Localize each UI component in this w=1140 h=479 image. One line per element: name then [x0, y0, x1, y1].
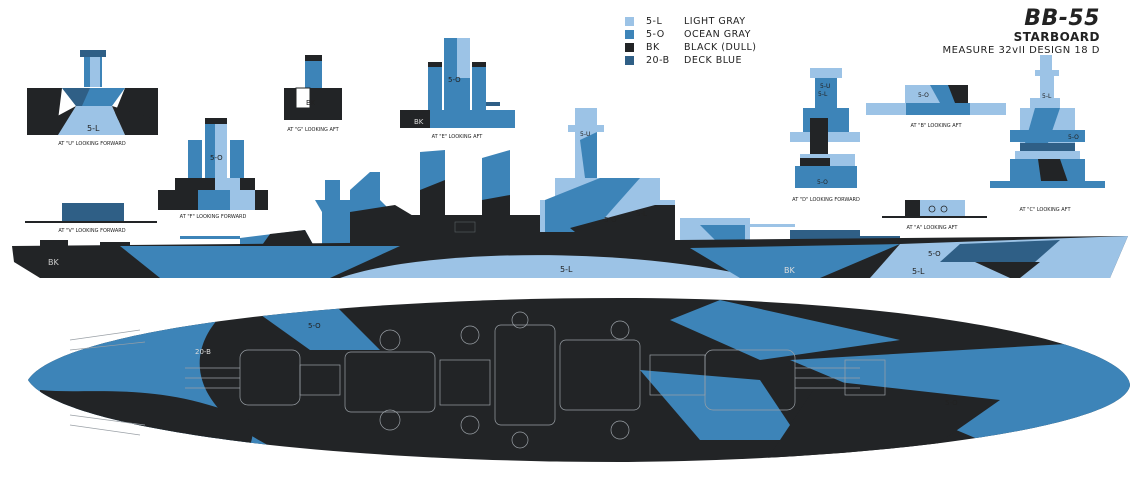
legend-code: 5-O: [646, 29, 665, 40]
legend-item-black: BK BLACK (DULL): [625, 41, 757, 54]
legend-item-light-gray: 5-L LIGHT GRAY: [625, 15, 757, 28]
section-view-b: 5-O AT "B" LOOKING AFT: [866, 85, 1006, 129]
section-view-u: 5-L AT "U" LOOKING FORWARD: [27, 50, 158, 147]
legend-item-ocean-gray: 5-O OCEAN GRAY: [625, 28, 757, 41]
label-5o-b: 5-O: [918, 92, 929, 99]
section-view-e: 5-O BK AT "E" LOOKING AFT: [400, 38, 515, 140]
label-5l: 5-L: [87, 124, 100, 133]
section-view-c: 5-L 5-O AT "C" LOOKING AFT: [990, 55, 1105, 213]
label-bk-e: BK: [414, 118, 424, 126]
swatch-icon: [625, 43, 634, 52]
section-caption-d: AT "D" LOOKING FORWARD: [792, 197, 860, 203]
section-view-d: 5-U 5-L 5-O AT "D" LOOKING FORWARD: [790, 68, 860, 203]
label-5o-c: 5-O: [1068, 134, 1079, 141]
label-bk-hull-aft: BK: [48, 258, 59, 267]
legend-code: 20-B: [646, 55, 670, 66]
label-5u-d: 5-U: [820, 83, 830, 90]
legend-name: OCEAN GRAY: [684, 29, 751, 40]
label-bk: BK: [306, 99, 316, 107]
section-caption-a: AT "A" LOOKING AFT: [907, 225, 959, 231]
label-5l-hull: 5-L: [560, 265, 573, 274]
section-view-v: AT "V" LOOKING FORWARD: [25, 203, 157, 234]
measure-design: MEASURE 32vII DESIGN 18 D: [942, 45, 1100, 56]
section-caption-u: AT "U" LOOKING FORWARD: [58, 141, 126, 147]
legend-name: DECK BLUE: [684, 55, 742, 66]
label-5o-d: 5-O: [817, 179, 828, 186]
section-caption-e: AT "E" LOOKING AFT: [432, 134, 484, 140]
legend-code: 5-L: [646, 16, 663, 27]
view-side: STARBOARD: [1013, 30, 1100, 44]
section-view-f: 5-O AT "F" LOOKING FORWARD: [158, 118, 268, 220]
section-view-a: AT "A" LOOKING AFT: [882, 200, 987, 231]
label-bk-hull-fwd: BK: [784, 266, 795, 275]
hull-number: BB-55: [1024, 6, 1100, 31]
label-5l-d: 5-L: [818, 91, 828, 98]
legend-code: BK: [646, 42, 660, 53]
side-profile: 5-U 5-L 5-O BK BK 5-L BK 5-L 5-O: [12, 108, 1128, 278]
legend-name: BLACK (DULL): [684, 42, 757, 53]
section-caption-b: AT "B" LOOKING AFT: [911, 123, 963, 129]
section-caption-v: AT "V" LOOKING FORWARD: [58, 228, 125, 234]
label-5o: 5-O: [210, 154, 223, 162]
label-5l-hull-bow: 5-L: [912, 267, 925, 276]
section-caption-g: AT "G" LOOKING AFT: [287, 127, 339, 133]
label-5l-side: 5-L: [636, 210, 647, 218]
label-20b-deck: 20-B: [195, 348, 211, 356]
label-5u-side: 5-U: [580, 131, 590, 138]
swatch-icon: [625, 56, 634, 65]
label-5o-hull-bow: 5-O: [928, 250, 941, 258]
swatch-icon: [625, 30, 634, 39]
swatch-icon: [625, 17, 634, 26]
label-5o-deck-fwd: 5-O: [945, 399, 958, 407]
label-5l-c: 5-L: [1042, 93, 1052, 100]
label-5o-e: 5-O: [448, 76, 461, 84]
section-caption-c: AT "C" LOOKING AFT: [1019, 207, 1071, 213]
section-caption-f: AT "F" LOOKING FORWARD: [180, 214, 247, 220]
title-block: BB-55 STARBOARD MEASURE 32vII DESIGN 18 …: [943, 8, 1100, 58]
legend-item-deck-blue: 20-B DECK BLUE: [625, 54, 757, 67]
color-legend: 5-L LIGHT GRAY 5-O OCEAN GRAY BK BLACK (…: [625, 15, 757, 67]
section-view-g: BK AT "G" LOOKING AFT: [284, 55, 342, 133]
deck-plan: 20-B 5-O 5-O: [28, 298, 1130, 462]
label-5o-deck-aft: 5-O: [308, 322, 321, 330]
label-5o-side: 5-O: [604, 216, 617, 224]
legend-name: LIGHT GRAY: [684, 16, 746, 27]
